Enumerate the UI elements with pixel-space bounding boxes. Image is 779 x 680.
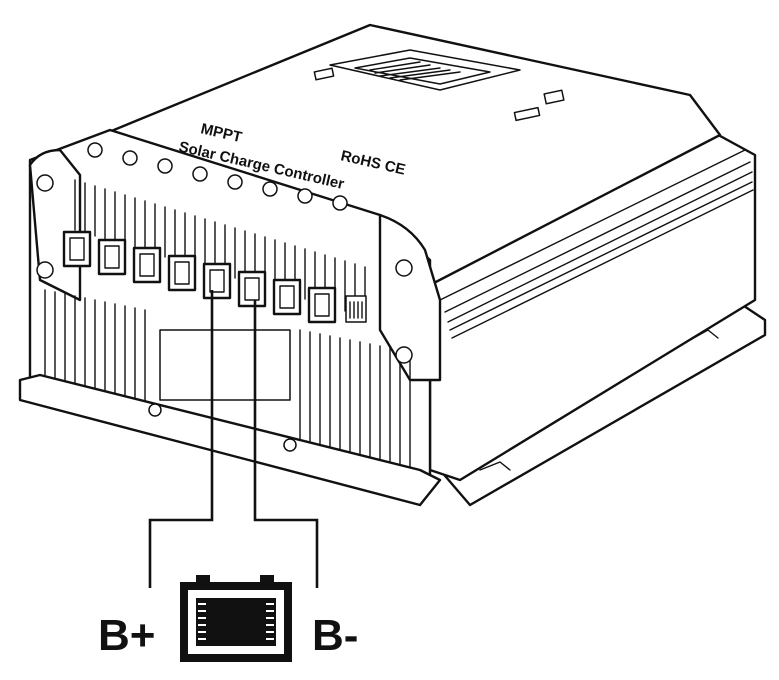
left-mounting-flange: [18, 373, 442, 507]
terminal-8: [307, 286, 337, 324]
comm-port: [345, 295, 367, 323]
charge-controller: MPPT Solar Charge Controller RoHS CE: [18, 23, 767, 507]
right-shoulder: [378, 213, 442, 382]
terminal-block: [62, 230, 367, 324]
battery-icon: [180, 575, 292, 662]
terminal-2: [97, 238, 127, 276]
battery-wiring: [148, 290, 319, 588]
terminal-6: [237, 270, 267, 308]
front-indicator-row: [87, 142, 348, 211]
lower-heat-sink: [44, 289, 411, 473]
upper-grille: [74, 179, 366, 318]
battery-terminal-positive: [196, 575, 210, 585]
negative-wire: [253, 300, 319, 588]
terminal-7: [272, 278, 302, 316]
panel-icon-right: [543, 89, 565, 105]
battery-terminal-negative: [260, 575, 274, 585]
panel-icon-bottom-right: [513, 106, 541, 122]
mounting-holes: [36, 174, 413, 452]
control-panel: [313, 49, 565, 122]
panel-icon-left: [313, 67, 335, 81]
label-plate: [159, 329, 291, 401]
positive-wire: [148, 290, 214, 588]
terminal-5: [202, 262, 232, 300]
battery-positive-label: B+: [98, 611, 155, 660]
battery-negative-label: B-: [312, 611, 358, 660]
terminal-3: [132, 246, 162, 284]
terminal-1: [62, 230, 92, 268]
terminal-4: [167, 254, 197, 292]
